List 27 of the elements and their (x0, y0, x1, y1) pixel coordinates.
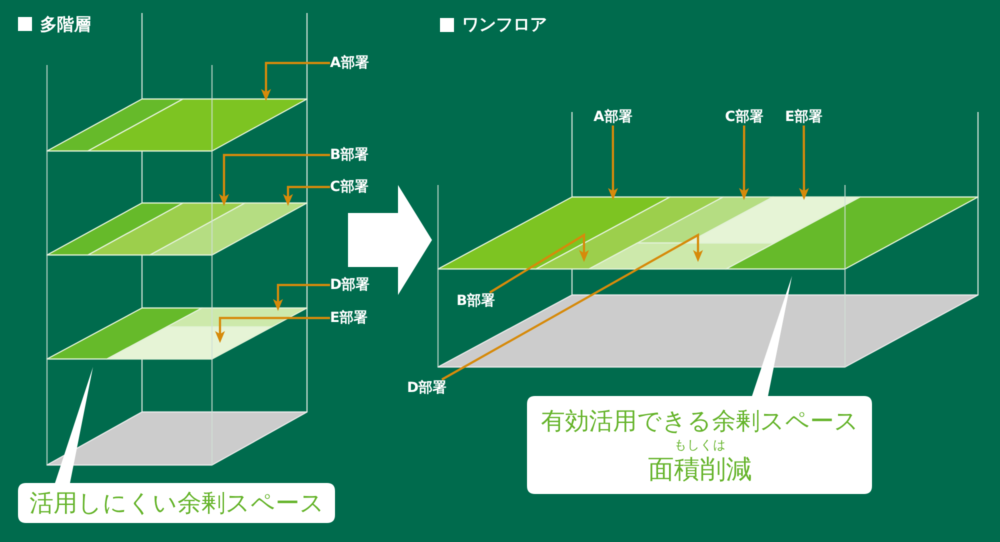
leader-arrow (798, 126, 809, 200)
department-label: B部署 (456, 292, 496, 310)
department-label: C部署 (330, 178, 368, 196)
department-label: A部署 (330, 54, 369, 72)
section-heading: 多階層 (40, 14, 91, 36)
block-arrow (348, 185, 432, 295)
floor-section (535, 196, 724, 270)
callout-text: 有効活用できる余剰スペース (540, 406, 860, 436)
floor-section (437, 196, 671, 270)
callout-text: 活用しにくい余剰スペース (28, 488, 326, 518)
department-label: E部署 (785, 108, 823, 126)
department-label: D部署 (407, 380, 447, 396)
department-label: A部署 (594, 108, 632, 126)
department-label: C部署 (725, 108, 764, 126)
floor-section (588, 242, 775, 270)
department-label: B部署 (330, 146, 369, 164)
department-label: D部署 (330, 276, 370, 294)
speech-bubble (527, 275, 873, 496)
department-label: E部署 (330, 310, 368, 326)
leader-arrow (739, 126, 749, 200)
leader-arrow (489, 233, 589, 294)
section-heading: ワンフロア (462, 14, 547, 36)
callout-text: 面積削減 (647, 454, 753, 487)
floor-section (686, 196, 861, 244)
callout-text: もしくは (673, 437, 727, 453)
leader-arrow (441, 233, 703, 380)
leader-arrow (608, 126, 618, 200)
